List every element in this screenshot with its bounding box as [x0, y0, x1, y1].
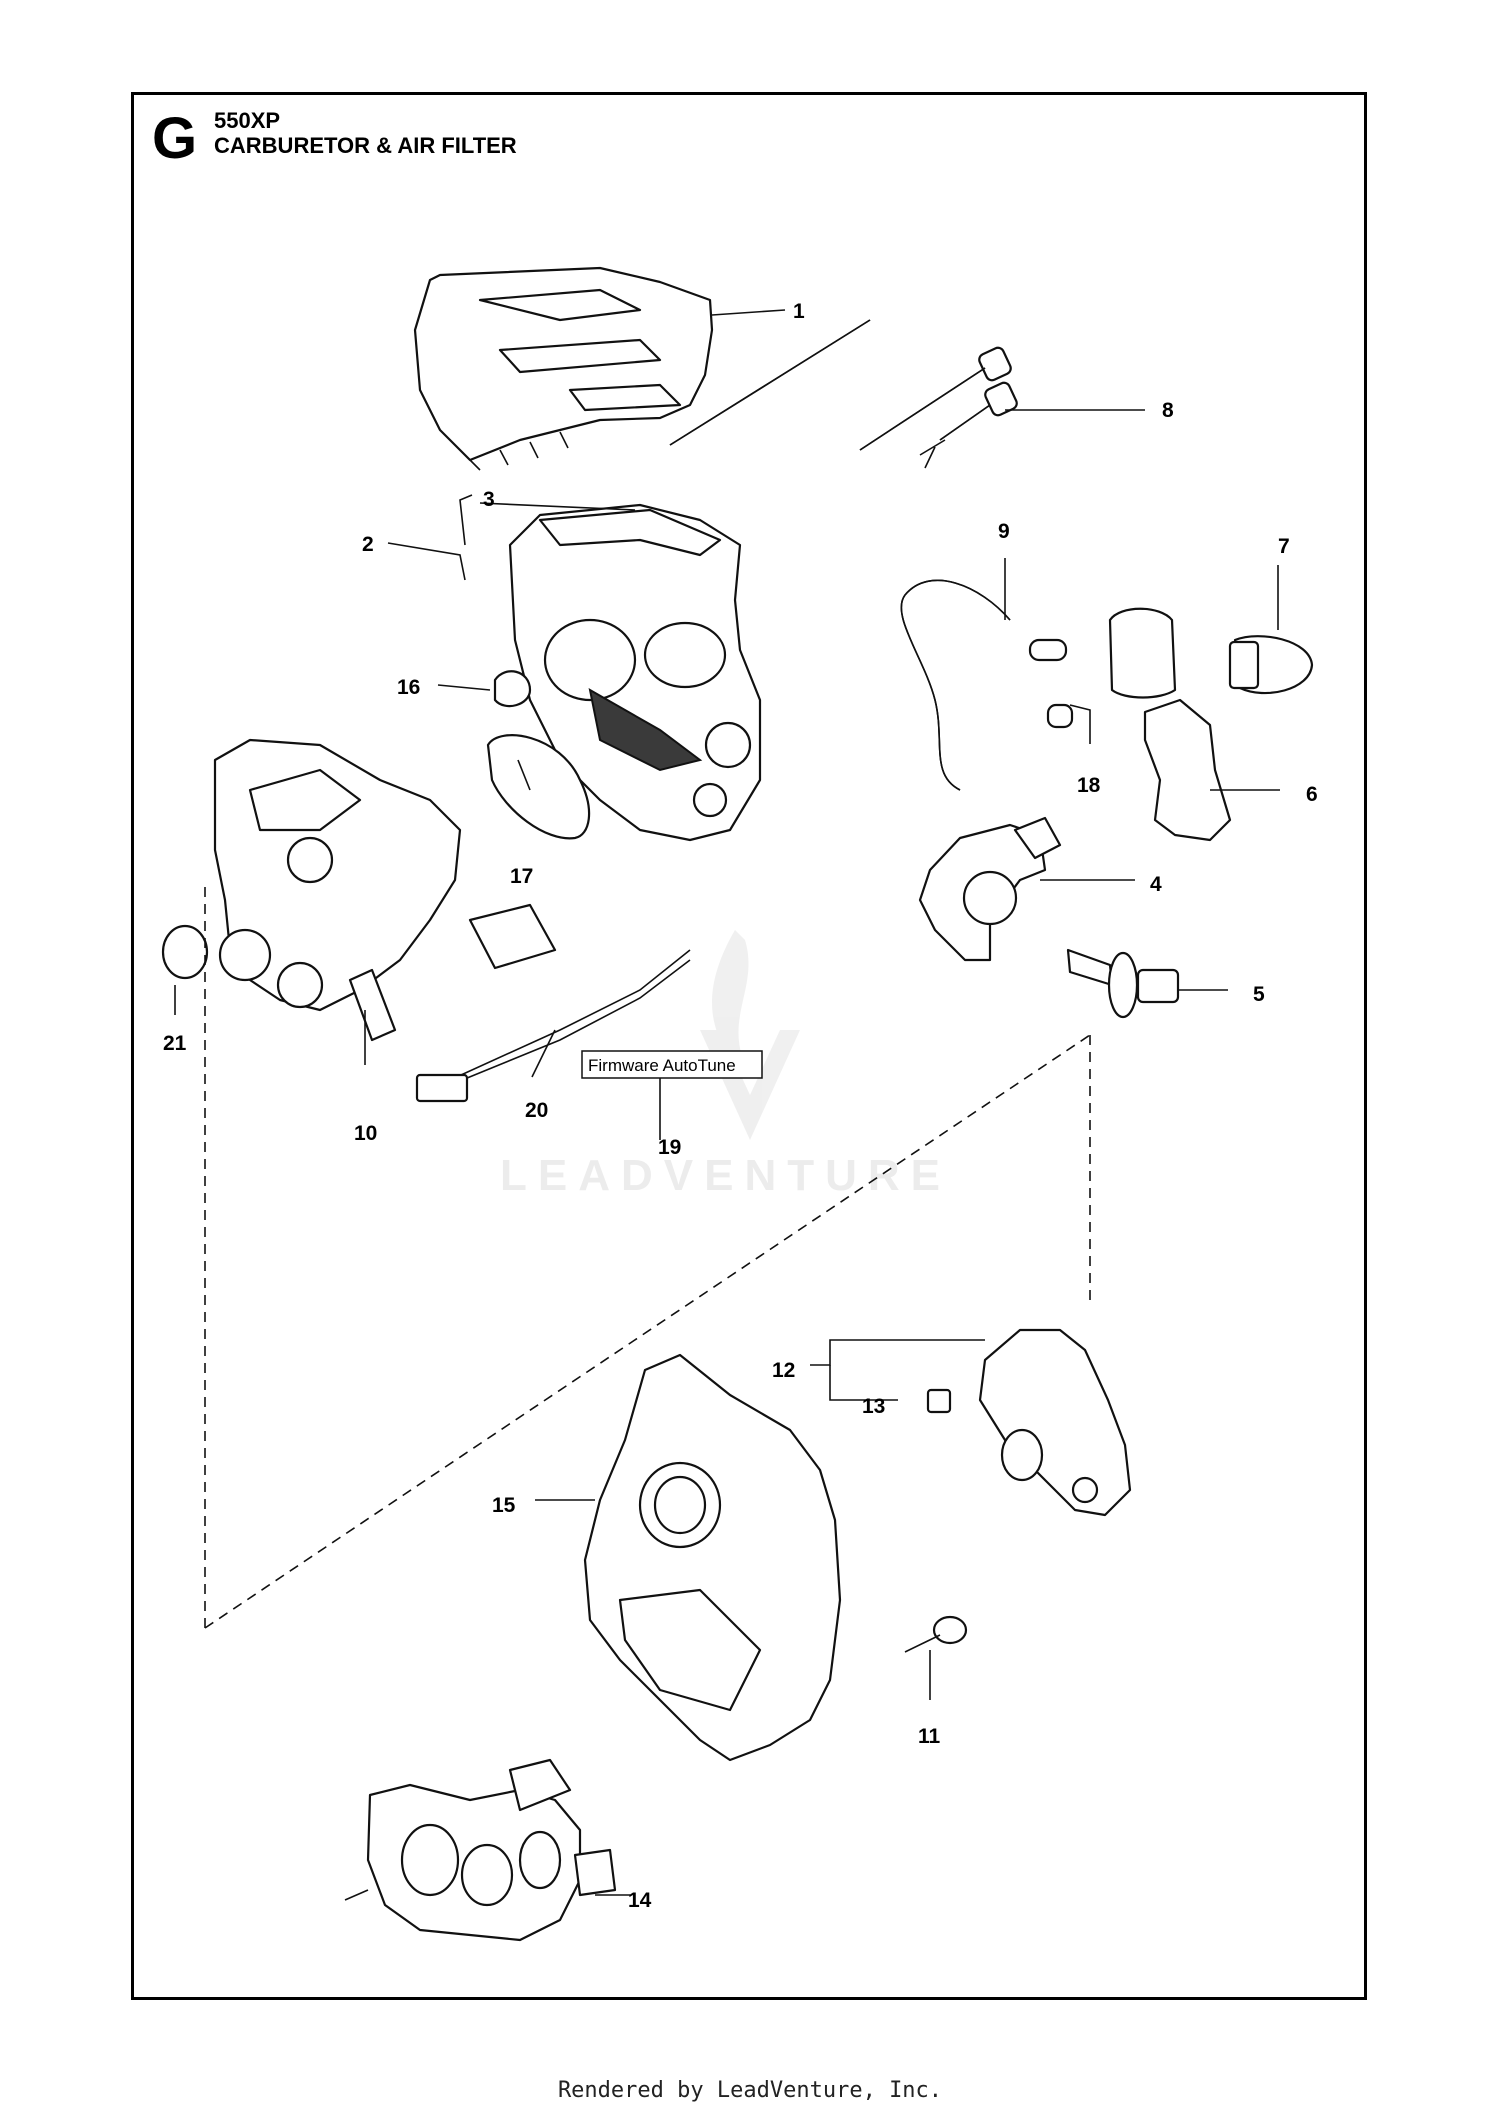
firmware-label: Firmware AutoTune	[588, 1056, 736, 1075]
part-5-bolt[interactable]	[1066, 948, 1180, 1019]
callout-2: 2	[362, 533, 374, 556]
leader-lines	[174, 309, 1280, 1901]
callout-numbers: 1 2 3 4 5 6 7 8 9 10 11 12 13 14 15 16 1…	[163, 300, 1318, 1912]
part-12-bracket-housing[interactable]	[978, 1328, 1132, 1517]
callout-21: 21	[163, 1032, 187, 1055]
part-9-fuel-hose[interactable]	[900, 579, 1074, 791]
callout-3: 3	[483, 488, 495, 511]
part-1-air-filter-cover[interactable]	[413, 266, 714, 471]
diagram-frame	[131, 92, 1367, 2000]
assembly-dashed-lines	[204, 885, 1091, 1629]
section-letter: G	[152, 106, 198, 171]
section-title: CARBURETOR & AIR FILTER	[214, 133, 517, 158]
firmware-autotune-box[interactable]: Firmware AutoTune	[581, 1050, 763, 1079]
part-2-carburetor-housing[interactable]	[508, 503, 762, 842]
part-17-seal[interactable]	[486, 734, 591, 840]
callout-1: 1	[793, 300, 805, 323]
part-16-gasket[interactable]	[493, 670, 532, 708]
callout-18: 18	[1077, 774, 1101, 797]
part-21-ring[interactable]	[161, 924, 209, 980]
callout-7: 7	[1278, 535, 1290, 558]
callout-8: 8	[1162, 399, 1174, 422]
callout-17: 17	[510, 865, 533, 888]
part-8-bolts[interactable]	[669, 319, 1019, 469]
part-4-lever[interactable]	[918, 816, 1062, 962]
callout-20: 20	[525, 1099, 548, 1122]
footer-credit: Rendered by LeadVenture, Inc.	[557, 2078, 943, 2103]
part-6-bracket[interactable]	[1143, 698, 1232, 842]
callout-11: 11	[918, 1725, 941, 1748]
callout-5: 5	[1253, 983, 1265, 1006]
callout-12: 12	[772, 1359, 795, 1382]
callout-9: 9	[998, 520, 1010, 543]
callout-10: 10	[354, 1122, 377, 1145]
callout-6: 6	[1306, 783, 1318, 806]
part-13-clip[interactable]	[926, 1388, 952, 1414]
callout-13: 13	[862, 1395, 885, 1418]
part-20-cable[interactable]	[415, 949, 691, 1103]
part-10-carburetor[interactable]	[213, 738, 557, 1042]
callout-19: 19	[658, 1136, 681, 1159]
part-14-intake-manifold[interactable]	[366, 1758, 617, 1942]
callout-15: 15	[492, 1494, 516, 1517]
callout-4: 4	[1150, 873, 1162, 896]
callout-14: 14	[628, 1889, 652, 1912]
part-7-primer-bulb[interactable]	[1108, 607, 1314, 699]
part-11-screw[interactable]	[904, 1615, 968, 1653]
watermark-text: LEADVENTURE	[500, 1151, 951, 1200]
part-15-cover[interactable]	[583, 1353, 842, 1762]
callout-16: 16	[397, 676, 420, 699]
model-name: 550XP	[214, 108, 281, 133]
